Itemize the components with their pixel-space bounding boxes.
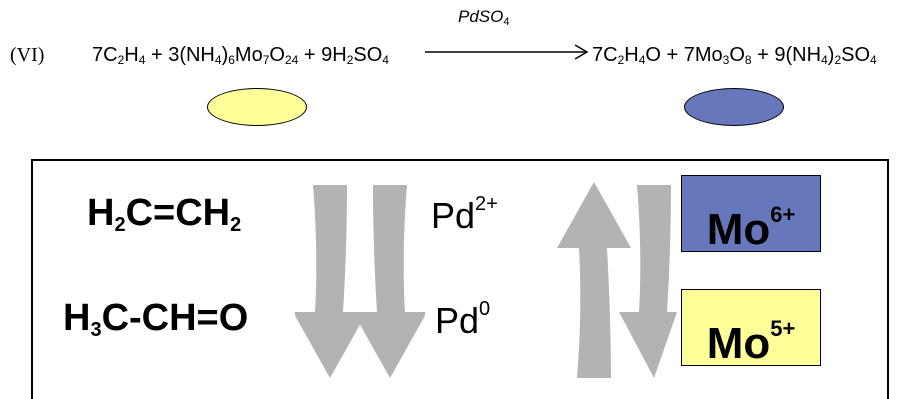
down-arrow-icon: [619, 185, 677, 378]
equation-reactants: 7C2H4 + 3(NH4)6Mo7O24 + 9H2SO4: [92, 44, 389, 67]
left-curved-arrows-icon: [295, 185, 425, 378]
right-curved-arrows-icon: [557, 182, 677, 378]
pd-reduced-label: Pd0: [435, 298, 491, 341]
mo6-indicator-ellipse: [207, 88, 307, 126]
mo5-indicator-ellipse: [684, 88, 784, 126]
reaction-arrow-icon: [425, 44, 589, 60]
left-down-arrow-icon: [295, 185, 367, 378]
mo-oxidized-box: Mo6+: [681, 175, 821, 254]
catalytic-cycle-box: [31, 159, 889, 399]
reaction-equation: (VI) 7C2H4 + 3(NH4)6Mo7O24 + 9H2SO4 7C2H…: [0, 38, 921, 72]
ethylene-formula: H2C=CH2: [87, 192, 242, 236]
acetaldehyde-formula: H3C-CH=O: [63, 297, 249, 341]
right-down-arrow-icon: [353, 185, 425, 378]
pd-oxidized-label: Pd2+: [431, 193, 498, 236]
catalyst-label: PdSO4: [458, 7, 510, 28]
equation-products: 7C2H4O + 7Mo3O8 + 9(NH4)2SO4: [592, 44, 877, 67]
equation-label: (VI): [10, 44, 45, 66]
up-arrow-icon: [557, 182, 631, 378]
mo-reduced-box: Mo5+: [681, 289, 821, 368]
